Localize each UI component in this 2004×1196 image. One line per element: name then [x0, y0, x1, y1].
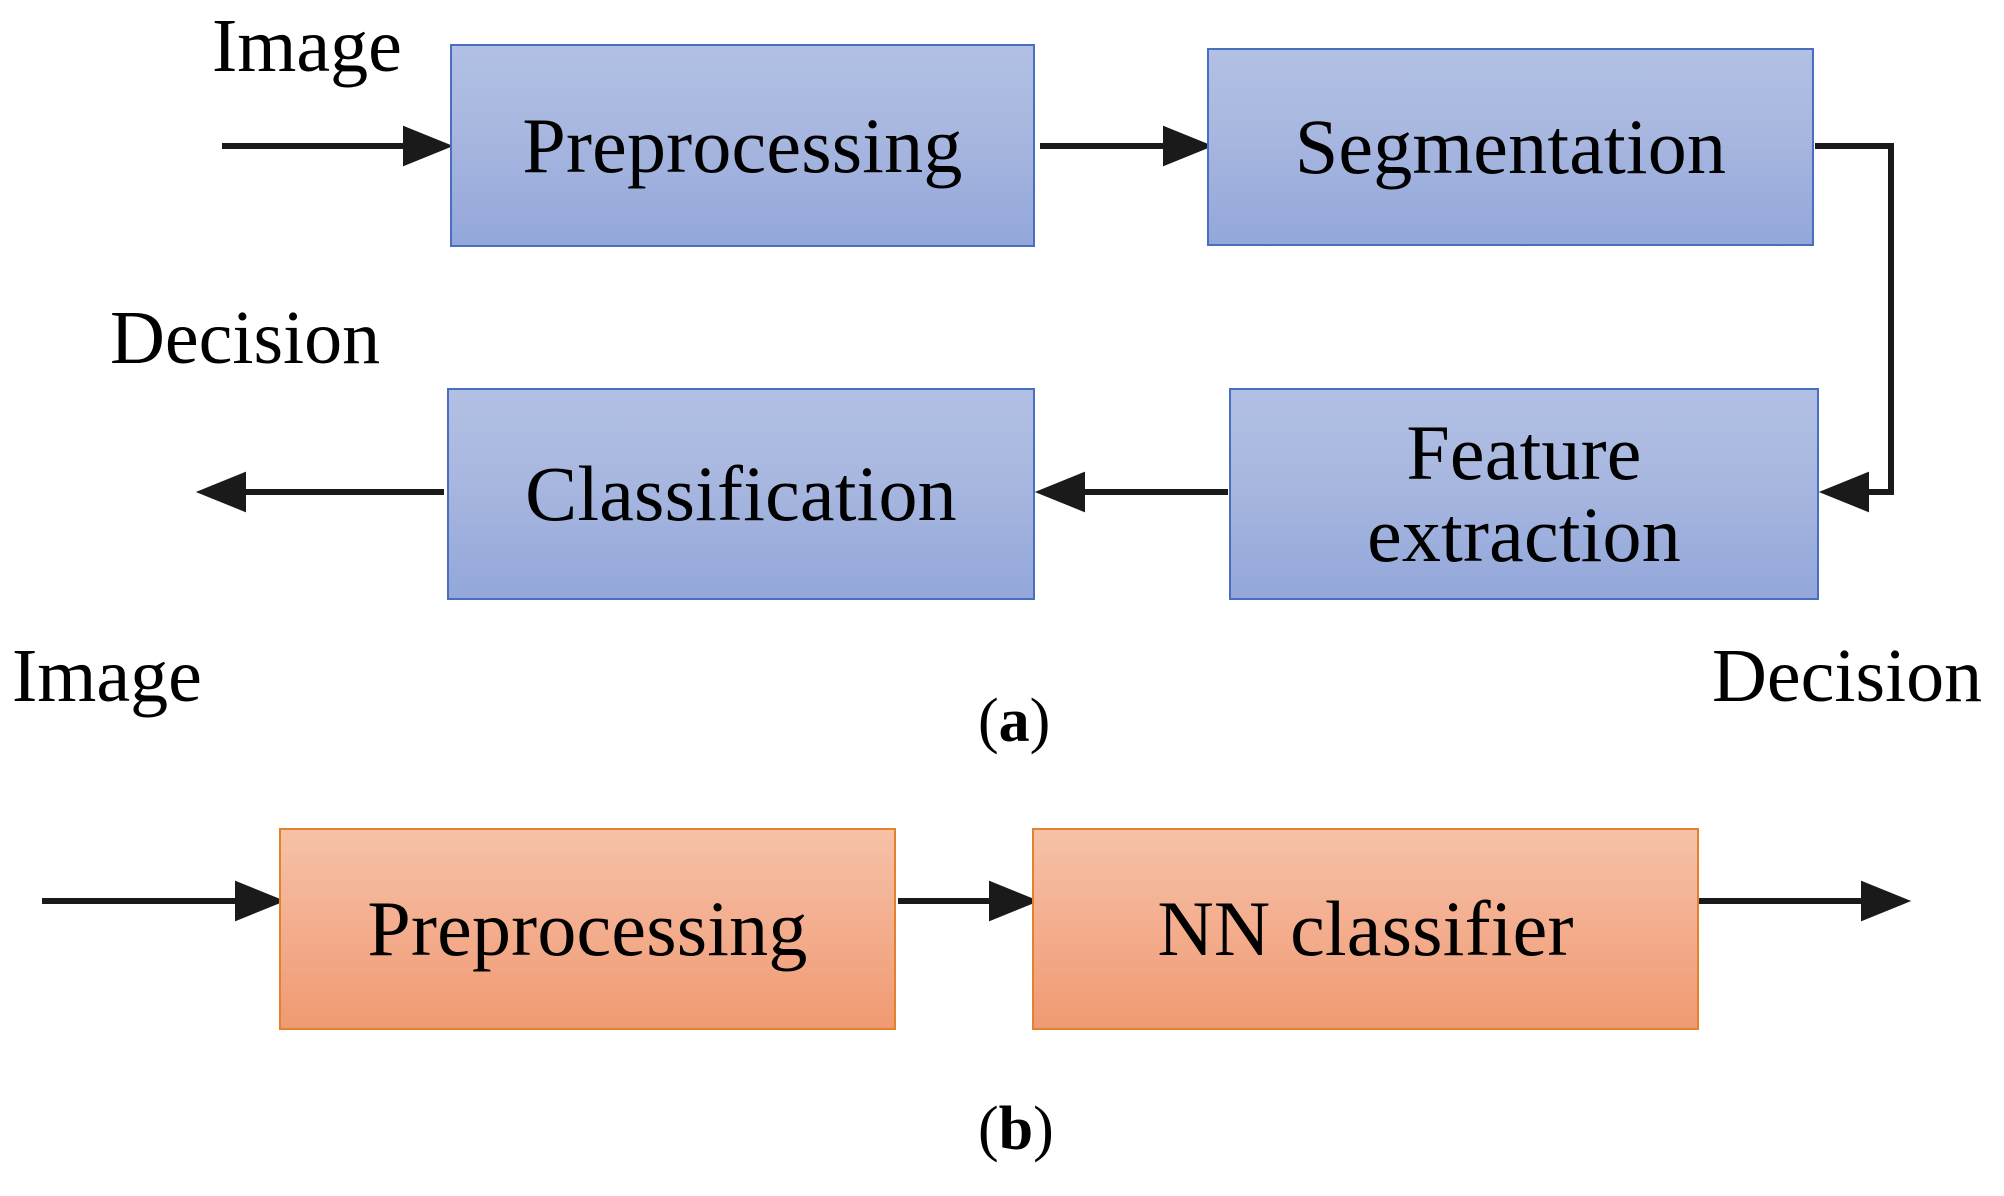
panel-caption-b: (b) — [978, 1098, 1054, 1160]
panel-caption-a-close: ) — [1029, 687, 1051, 755]
panel-caption-b-close: ) — [1033, 1095, 1054, 1163]
stage-label-preprocessing-a: Preprocessing — [522, 101, 963, 189]
stage-label-feature-extraction-line1: Feature — [1406, 409, 1642, 497]
panel-caption-a: (a) — [978, 690, 1050, 752]
stage-box-feature-extraction[interactable]: Feature extraction — [1229, 388, 1819, 600]
panel-caption-b-open: ( — [978, 1095, 999, 1163]
stage-box-preprocessing-a[interactable]: Preprocessing — [450, 44, 1035, 247]
stage-label-feature-extraction-line2: extraction — [1367, 491, 1681, 578]
input-label-a: Image — [212, 4, 402, 88]
stage-box-classification[interactable]: Classification — [447, 388, 1035, 600]
output-label-a: Decision — [110, 296, 381, 380]
stage-label-segmentation: Segmentation — [1294, 103, 1727, 191]
stage-label-classification: Classification — [525, 450, 957, 538]
input-label-b: Image — [12, 634, 202, 718]
stage-box-preprocessing-b[interactable]: Preprocessing — [279, 828, 896, 1030]
panel-caption-a-open: ( — [978, 687, 999, 755]
arrow-segmentation-to-feature-extraction — [1815, 143, 1894, 513]
output-label-b: Decision — [1712, 634, 1983, 718]
stage-label-nn-classifier: NN classifier — [1157, 885, 1574, 973]
stage-label-preprocessing-b: Preprocessing — [367, 885, 808, 973]
panel-caption-a-letter: a — [998, 687, 1030, 755]
stage-box-nn-classifier[interactable]: NN classifier — [1032, 828, 1699, 1030]
stage-box-segmentation[interactable]: Segmentation — [1207, 48, 1814, 246]
panel-caption-b-letter: b — [998, 1095, 1034, 1163]
